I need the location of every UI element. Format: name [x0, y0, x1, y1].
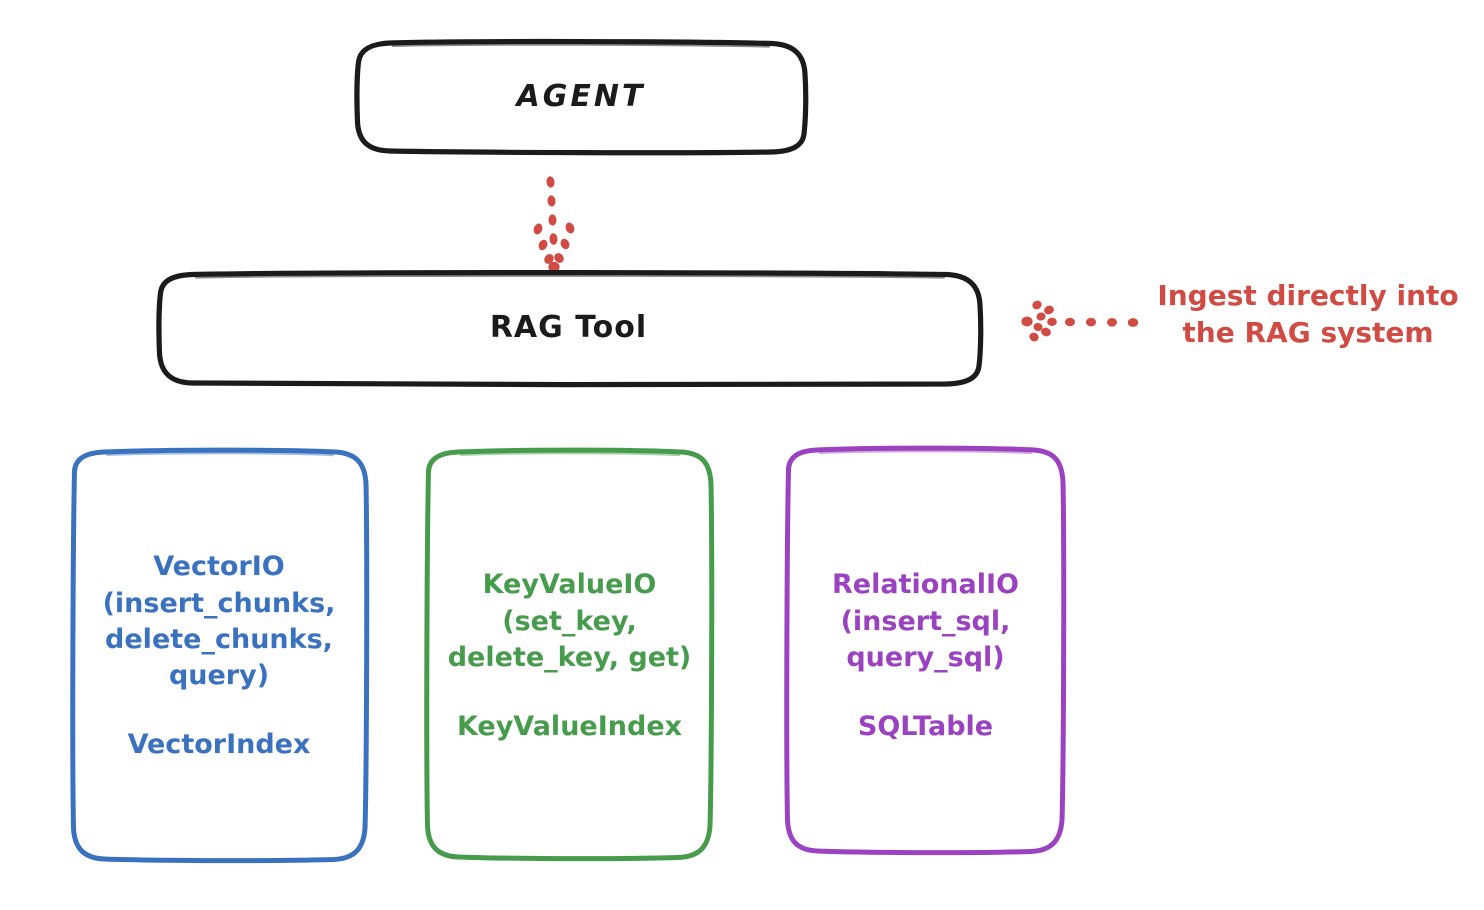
vector-index-label: VectorIndex — [127, 729, 311, 761]
vector-io-api-label: VectorIO (insert_chunks, delete_chunks, … — [102, 551, 336, 691]
relational-io-node[interactable]: RelationalIO (insert_sql, query_sql) SQL… — [787, 450, 1064, 862]
agent-node[interactable]: AGENT — [357, 42, 805, 152]
rag-tool-node[interactable]: RAG Tool — [157, 273, 980, 383]
vector-io-node[interactable]: VectorIO (insert_chunks, delete_chunks, … — [72, 450, 366, 862]
key-value-io-node[interactable]: KeyValueIO (set_key, delete_key, get) Ke… — [427, 450, 712, 862]
agent-node-label: AGENT — [516, 78, 646, 114]
key-value-index-label: KeyValueIndex — [456, 710, 683, 742]
ingest-note-text: Ingest directly into the RAG system — [1157, 279, 1459, 349]
ingest-note-arrow — [1021, 300, 1139, 342]
rag-tool-node-label: RAG Tool — [489, 309, 648, 345]
relational-io-api-label: RelationalIO (insert_sql, query_sql) — [832, 569, 1019, 673]
key-value-io-api-label: KeyValueIO (set_key, delete_key, get) — [447, 569, 692, 673]
agent-to-rag-arrow — [533, 176, 575, 273]
sql-table-label: SQLTable — [857, 710, 994, 742]
